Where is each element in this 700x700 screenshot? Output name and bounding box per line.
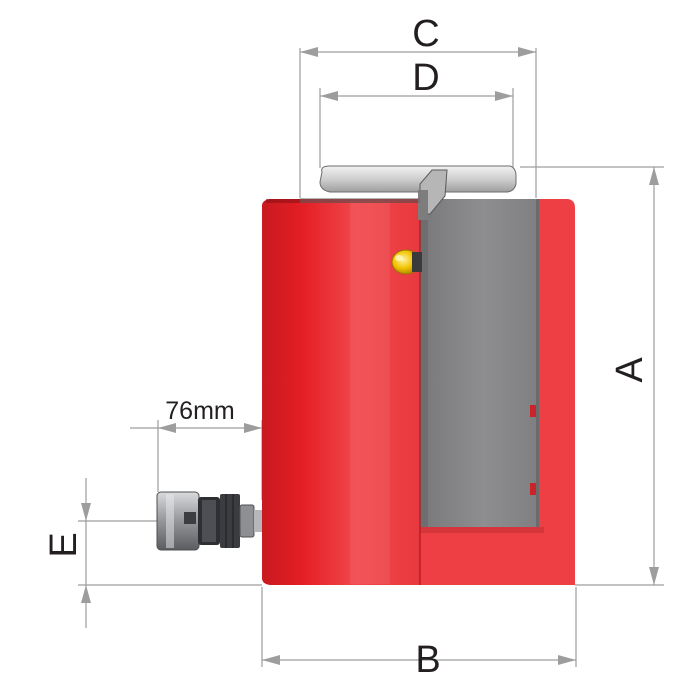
dim-c-arrow-left: [300, 47, 318, 57]
dim-b-arrow-left: [262, 655, 280, 665]
cylinder-highlight: [350, 200, 390, 584]
label-a: A: [609, 357, 651, 383]
cylinder-bore-edge-left: [420, 199, 428, 527]
dimension-arrows: [81, 47, 659, 665]
label-d: D: [412, 57, 439, 99]
dim-76-arrow-right: [244, 423, 262, 433]
cylinder: [156, 165, 575, 585]
label-b: B: [415, 639, 440, 681]
cylinder-base-shade: [420, 527, 544, 533]
saddle-icon: [300, 165, 517, 220]
cylinder-body: [262, 199, 420, 585]
cylinder-bore-edge: [536, 199, 539, 527]
safety-valve-icon: [391, 249, 422, 275]
label-e: E: [43, 532, 85, 557]
label-coupler-offset: 76mm: [165, 397, 234, 425]
hydraulic-coupler-icon: [156, 491, 262, 551]
dim-c-arrow-right: [518, 47, 536, 57]
dim-d-arrow-right: [495, 91, 513, 101]
dim-b-arrow-right: [558, 655, 576, 665]
cylinder-bore: [428, 199, 539, 527]
dim-e-arrow-top: [81, 503, 91, 521]
seal-notch-lower: [530, 483, 536, 495]
dim-e-arrow-bottom: [81, 585, 91, 603]
seal-notch-upper: [530, 405, 536, 417]
dim-d-arrow-left: [320, 91, 338, 101]
dim-a-arrow-bottom: [649, 567, 659, 585]
dim-76-arrow-left: [158, 423, 176, 433]
label-c: C: [412, 13, 439, 55]
dim-a-arrow-top: [649, 167, 659, 185]
